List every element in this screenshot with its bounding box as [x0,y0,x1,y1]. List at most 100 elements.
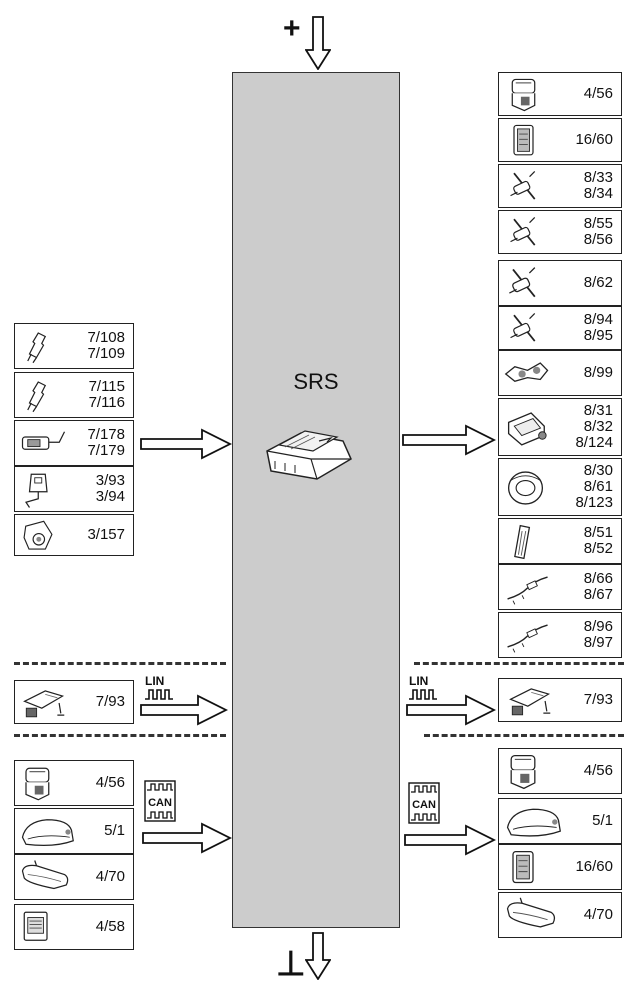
component-reference: 4/56 [584,73,613,115]
control-unit-icon [23,911,48,941]
component-reference: 4/70 [584,893,613,937]
rear-view-mirror-icon [21,860,69,890]
reference-line: 8/55 [583,215,613,232]
steering-airbag-icon [507,471,544,505]
output-component-box: 8/99 [498,350,622,396]
pretensioner-icon [510,171,536,200]
can-output-component-box: 4/70 [498,892,622,938]
output-component-box: 4/56 [498,72,622,116]
component-reference: 4/70 [96,855,125,899]
positive-supply-symbol: + [283,12,301,45]
switch-module-icon [511,78,536,112]
inputs-arrow [140,428,232,460]
rain-sensor-icon [509,688,551,716]
reference-line: 7/93 [95,693,125,710]
sensor-icon [27,332,47,364]
reference-line: 7/108 [87,329,125,346]
srs-control-module: SRS [232,72,400,928]
outputs-arrow [402,424,496,456]
warning-lamp-icon [513,124,534,156]
component-reference: 4/56 [584,749,613,793]
reference-line: 8/67 [583,586,613,603]
reference-line: 8/34 [583,185,613,202]
component-reference: 16/60 [575,119,613,161]
can-input-arrow [142,822,232,854]
passenger-airbag-icon [507,412,547,446]
reference-line: 4/56 [583,85,613,102]
reference-line: 8/95 [583,327,613,344]
separator-line [424,734,624,737]
can-bus-symbol: CAN [408,782,440,824]
pretensioner-icon [510,217,536,246]
switch-module-icon [510,755,536,790]
ground-arrow [305,932,331,980]
reference-line: 7/109 [87,345,125,362]
ignition-switch-icon [23,520,53,550]
reference-line: 7/93 [583,691,613,708]
reference-line: 4/70 [95,868,125,885]
reference-line: 8/124 [575,434,613,451]
reference-line: 8/97 [583,634,613,651]
lin-input-component-box: 7/93 [14,680,134,724]
can-bus-symbol: CAN [144,780,176,822]
lin-bus-symbol: LIN [145,674,173,700]
reference-line: 3/94 [95,488,125,505]
reference-line: 8/31 [583,402,613,419]
reference-line: 4/70 [583,906,613,923]
reference-line: 8/123 [575,494,613,511]
reference-line: 4/56 [95,774,125,791]
input-component-box: 3/157 [14,514,134,556]
reference-line: 16/60 [575,131,613,148]
reference-line: 8/51 [583,524,613,541]
can-output-component-box: 16/60 [498,844,622,890]
reference-line: 8/96 [583,618,613,635]
can-output-arrow [404,824,496,856]
instrument-cluster-icon [506,808,561,837]
lin-bus-symbol: LIN [409,674,437,700]
reference-line: 7/178 [87,426,125,443]
warning-lamp-icon [512,851,534,884]
component-reference: 4/58 [96,905,125,949]
component-reference: 8/62 [584,261,613,305]
rear-view-mirror-icon [506,897,556,928]
reference-line: 3/93 [95,472,125,489]
component-reference: 16/60 [575,845,613,889]
reference-line: 16/60 [575,858,613,875]
svg-text:CAN: CAN [412,799,436,811]
can-output-component-box: 4/56 [498,748,622,794]
separator-line [14,734,226,737]
svg-text:CAN: CAN [148,797,172,809]
output-component-box: 8/62 [498,260,622,306]
reference-line: 5/1 [592,812,613,829]
seat-track-sensor-icon [21,431,66,450]
can-input-component-box: 5/1 [14,808,134,854]
reference-line: 8/66 [583,570,613,587]
curtain-airbag-icon [507,624,548,653]
svg-text:LIN: LIN [145,674,164,688]
instrument-cluster-icon [21,819,74,847]
component-reference: 7/93 [96,681,125,723]
component-reference: 5/1 [592,799,613,843]
reference-line: 5/1 [104,822,125,839]
reference-line: 8/30 [583,462,613,479]
can-input-component-box: 4/58 [14,904,134,950]
separator-line [14,662,226,665]
reference-line: 8/99 [583,364,613,381]
